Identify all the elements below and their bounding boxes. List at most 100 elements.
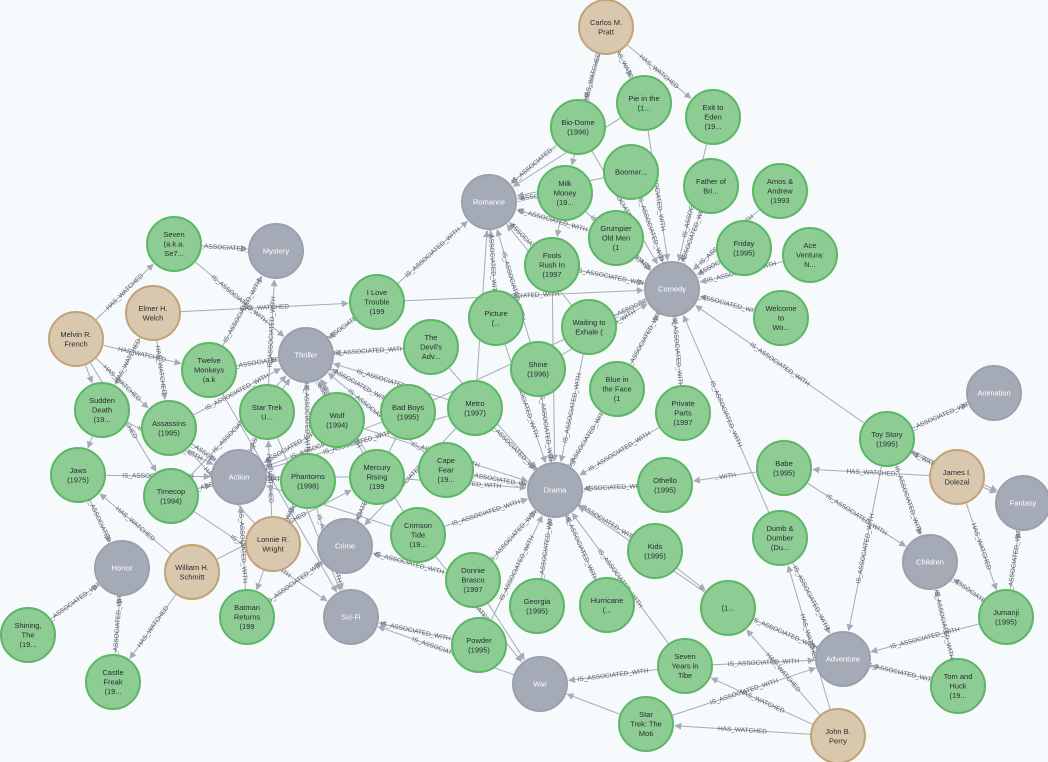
movie-node-oneell[interactable]: (1... xyxy=(700,580,756,636)
relationship-line[interactable] xyxy=(510,144,557,184)
relationship-phantoms-thriller[interactable]: IS_ASSOCIATED_WITH xyxy=(302,383,310,455)
relationship-welcome-comedy[interactable]: IS_ASSOCIATED_WITH xyxy=(691,292,762,317)
relationship-james-fantasy[interactable] xyxy=(982,486,997,494)
movie-node-circle[interactable] xyxy=(561,299,617,355)
relationship-line[interactable] xyxy=(356,502,366,521)
relationship-line[interactable] xyxy=(378,621,452,640)
user-node-circle[interactable] xyxy=(125,285,181,341)
movie-node-circle[interactable] xyxy=(418,442,474,498)
relationship-tomhuck-adventure[interactable]: IS_ASSOCIATED_WITH xyxy=(865,662,936,685)
movie-node-georgia[interactable]: Georgia(1995) xyxy=(509,578,565,634)
movie-node-circle[interactable] xyxy=(700,580,756,636)
relationship-batman-action[interactable]: IS_ASSOCIATED_WITH xyxy=(237,505,248,590)
movie-node-welcome[interactable]: WelcometoWo... xyxy=(753,290,809,346)
movie-node-circle[interactable] xyxy=(0,607,56,663)
relationship-line[interactable] xyxy=(333,362,449,401)
relationship-line[interactable] xyxy=(571,512,669,644)
movie-node-circle[interactable] xyxy=(782,227,838,283)
relationship-shine-drama[interactable]: IS_ASSOCIATED_WITH xyxy=(538,393,555,465)
relationship-line[interactable] xyxy=(934,589,953,659)
movie-node-circle[interactable] xyxy=(579,577,635,633)
user-node-circle[interactable] xyxy=(48,311,104,367)
relationship-othello-drama[interactable]: IS_ASSOCIATED_WITH xyxy=(575,483,647,493)
movie-node-circle[interactable] xyxy=(390,507,446,563)
relationship-james-babe[interactable]: HAS_WATCHED xyxy=(812,466,930,478)
relationship-line[interactable] xyxy=(569,412,603,466)
relationship-elmer-assassins[interactable]: HAS_WATCHED xyxy=(154,340,168,400)
movie-node-exit[interactable]: Exit toEden(19... xyxy=(685,89,741,145)
relationship-line[interactable] xyxy=(639,198,664,263)
movie-node-seven[interactable]: Seven(a.k.a.Se7... xyxy=(146,216,202,272)
relationship-line[interactable] xyxy=(584,53,599,100)
movie-node-circle[interactable] xyxy=(627,523,683,579)
movie-node-milk[interactable]: MilkMoney(19... xyxy=(537,165,593,221)
relationship-startrekm-war[interactable] xyxy=(566,693,620,715)
relationship-line[interactable] xyxy=(269,562,323,601)
relationship-line[interactable] xyxy=(444,497,529,527)
relationship-line[interactable] xyxy=(579,504,632,537)
genre-node-circle[interactable] xyxy=(278,327,334,383)
relationship-line[interactable] xyxy=(627,44,692,99)
relationship-line[interactable] xyxy=(540,517,554,579)
relationship-fools-comedy[interactable]: IS_ASSOCIATED_WITH xyxy=(576,267,648,288)
relationship-line[interactable] xyxy=(870,623,980,654)
relationship-line[interactable] xyxy=(812,466,930,477)
user-node-circle[interactable] xyxy=(164,544,220,600)
user-node-circle[interactable] xyxy=(929,449,985,505)
relationship-startreku-mystery[interactable]: IS_ASSOCIATED_WITH xyxy=(266,279,278,385)
genre-node-circle[interactable] xyxy=(94,540,150,596)
relationship-line[interactable] xyxy=(372,551,447,574)
movie-node-circle[interactable] xyxy=(657,638,713,694)
relationship-line[interactable] xyxy=(693,471,757,484)
movie-node-circle[interactable] xyxy=(616,75,672,131)
relationship-line[interactable] xyxy=(579,270,645,286)
movie-node-toystory[interactable]: Toy Story(1995) xyxy=(859,411,915,467)
relationship-line[interactable] xyxy=(404,287,644,302)
relationship-line[interactable] xyxy=(195,261,285,337)
movie-node-circle[interactable] xyxy=(683,158,739,214)
movie-node-father[interactable]: Father ofBri... xyxy=(683,158,739,214)
relationship-carlos-biodome[interactable]: HAS_WATCHED xyxy=(583,52,603,101)
relationship-line[interactable] xyxy=(249,437,257,452)
movie-node-circle[interactable] xyxy=(349,274,405,330)
movie-node-assassins[interactable]: Assassins(1995) xyxy=(141,400,197,456)
relationship-line[interactable] xyxy=(197,483,212,490)
movie-node-circle[interactable] xyxy=(468,290,524,346)
movie-node-circle[interactable] xyxy=(859,411,915,467)
user-node-carlos[interactable]: Carlos M.Pratt xyxy=(578,0,634,55)
relationship-line[interactable] xyxy=(682,314,770,513)
movie-node-circle[interactable] xyxy=(403,319,459,375)
movie-node-shining[interactable]: Shining,The(19... xyxy=(0,607,56,663)
relationship-line[interactable] xyxy=(630,313,659,365)
movie-node-timecop[interactable]: Timecop(1994) xyxy=(143,468,199,524)
relationship-line[interactable] xyxy=(568,668,658,684)
genre-node-drama[interactable]: Drama xyxy=(527,462,583,518)
movie-node-circle[interactable] xyxy=(716,220,772,276)
relationship-line[interactable] xyxy=(579,427,660,476)
movie-node-circle[interactable] xyxy=(74,382,130,438)
relationship-line[interactable] xyxy=(103,344,182,366)
movie-node-wolf[interactable]: Wolf(1994) xyxy=(309,392,365,448)
movie-node-circle[interactable] xyxy=(509,578,565,634)
relationship-lonnie-batman[interactable] xyxy=(255,570,265,591)
movie-node-circle[interactable] xyxy=(141,400,197,456)
movie-node-jaws[interactable]: Jaws(1975) xyxy=(50,447,106,503)
movie-node-circle[interactable] xyxy=(537,165,593,221)
relationship-line[interactable] xyxy=(95,263,154,320)
movie-node-shine[interactable]: Shine(1996) xyxy=(510,341,566,397)
relationship-line[interactable] xyxy=(50,584,99,620)
genre-node-scifi[interactable]: Sci-Fi xyxy=(323,589,379,645)
relationship-crimson-drama[interactable]: IS_ASSOCIATED_WITH xyxy=(444,497,529,528)
relationship-line[interactable] xyxy=(265,440,273,517)
relationship-line[interactable] xyxy=(676,567,706,591)
relationship-line[interactable] xyxy=(807,482,907,547)
genre-node-circle[interactable] xyxy=(527,462,583,518)
movie-node-circle[interactable] xyxy=(219,589,275,645)
relationship-milk-fools[interactable] xyxy=(554,220,562,238)
